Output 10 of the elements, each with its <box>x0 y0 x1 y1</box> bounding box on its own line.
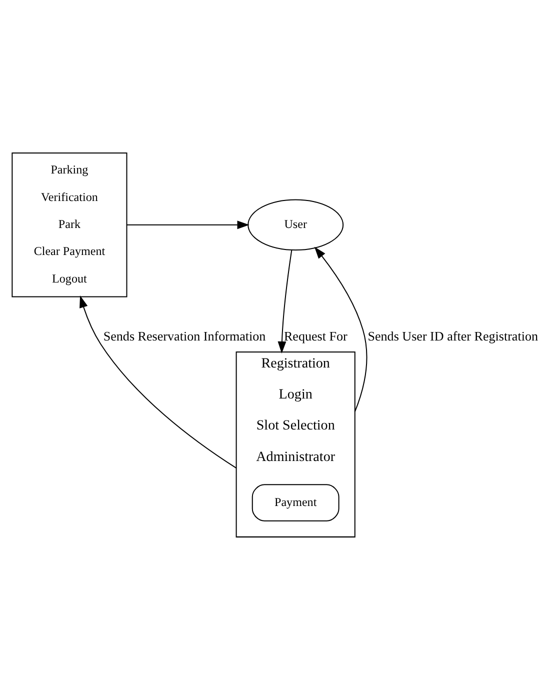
arrow <box>80 295 237 468</box>
node-box: Parking Verification Park Clear Payment Logout <box>12 152 128 297</box>
edge-label: Sends User ID after Registration <box>368 328 538 343</box>
arrow <box>126 220 250 229</box>
arrow <box>314 246 368 412</box>
node-box: Payment <box>252 484 340 521</box>
edge-label: Sends Reservation Information <box>103 328 266 343</box>
node-ellipse: User <box>248 198 344 250</box>
arrow <box>278 249 292 354</box>
edge-label: Request For <box>284 328 348 343</box>
